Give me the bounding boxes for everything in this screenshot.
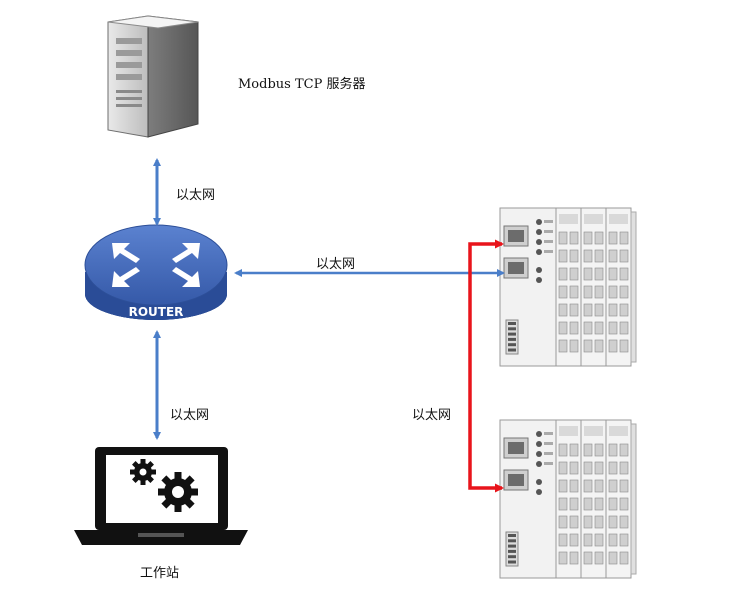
- io-module-icon: [499, 419, 637, 579]
- link-device-chain: [468, 239, 504, 273]
- gear-icon: [158, 472, 198, 512]
- ethernet-label-router-workstation: 以太网: [170, 408, 210, 423]
- io-module-icon: [499, 207, 637, 367]
- server-icon: [107, 15, 199, 138]
- router-icon: [84, 224, 228, 320]
- laptop-icon: [74, 447, 248, 545]
- router-label: ROUTER: [129, 305, 184, 319]
- workstation-label: 工作站: [140, 566, 180, 581]
- ethernet-label-server-router: 以太网: [176, 188, 216, 203]
- ethernet-label-router-devices: 以太网: [316, 257, 356, 272]
- link-device-chain-lower: [468, 273, 504, 493]
- server-label: Modbus TCP 服务器: [238, 77, 366, 92]
- gear-icon: [130, 459, 156, 485]
- ethernet-label-device-chain: 以太网: [412, 408, 452, 423]
